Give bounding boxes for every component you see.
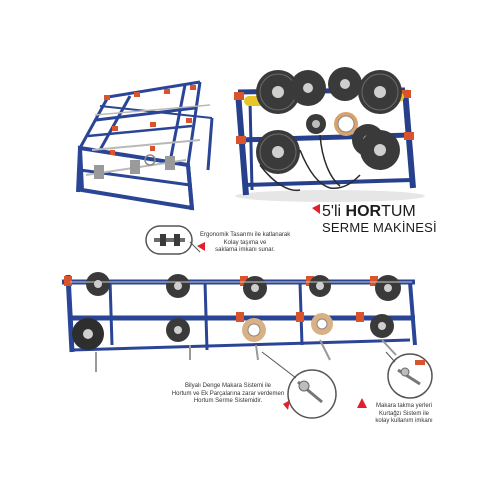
caption-line: Kolay taşıma ve (223, 239, 267, 246)
title-suffix: TUM (381, 203, 416, 220)
title-line-2: SERME MAKİNESİ (322, 220, 437, 235)
title-prefix: 5'li (322, 203, 346, 220)
caption-line: Makara takma yerleri (375, 403, 432, 409)
caption-line: Hortum ve Ek Parçalarına zarar verdemen (171, 390, 285, 397)
balance-arrow-icon (283, 400, 290, 410)
caption-line: Hortum Serme Sistemidir. (193, 398, 263, 404)
folded-machine-image (76, 80, 214, 211)
title-bold: HOR (345, 203, 382, 220)
caption-line: Bilyalı Denge Makara Sistemi ile (184, 383, 272, 389)
ergonomic-arrow-icon (197, 242, 205, 251)
caption-line: saklama imkanı sunar. (215, 247, 275, 253)
balance-inset (261, 351, 337, 419)
ergonomic-inset (145, 225, 201, 255)
reel-inset (385, 351, 433, 399)
caption-line: kolay kullanım imkanı (375, 418, 433, 424)
ergonomic-caption: Ergonomik Tasarımı ile katlanarak Kolay … (200, 232, 290, 255)
reel-caption: Makara takma yerleri Kurtağzı Sistem ile… (364, 403, 444, 426)
title-line-1: 5'li HORTUM (322, 203, 492, 220)
balance-caption: Bilyalı Denge Makara Sistemi ile Hortum … (168, 383, 288, 406)
reel-arrow-icon (357, 398, 367, 408)
product-title: 5'li HORTUM SERME MAKİNESİ (322, 203, 492, 235)
loaded-machine-image (234, 67, 425, 202)
caption-line: Ergonomik Tasarımı ile katlanarak (200, 232, 291, 238)
caption-line: Kurtağzı Sistem ile (378, 410, 430, 417)
unfolded-machine-image (62, 272, 417, 372)
title-arrow-icon (312, 204, 320, 214)
